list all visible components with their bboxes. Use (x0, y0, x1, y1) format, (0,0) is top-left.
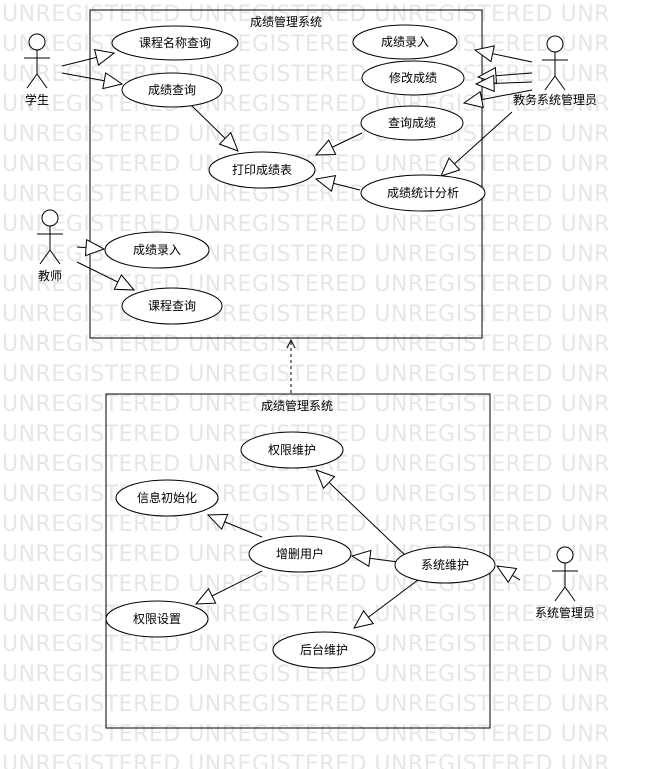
use-case-course-name-query: 课程名称查询 (111, 25, 239, 61)
use-case-grade-query-label: 成绩查询 (148, 83, 196, 97)
use-case-permission-settings: 权限设置 (105, 600, 209, 638)
use-case-backend-maintenance-label: 后台维护 (300, 642, 348, 657)
use-case-permission-maintenance-label: 权限维护 (268, 443, 316, 457)
use-case-grade-query: 成绩查询 (121, 72, 223, 108)
use-case-grade-entry-teacher: 成绩录入 (104, 231, 210, 269)
actor-teacher-label: 教师 (38, 268, 62, 283)
use-case-add-delete-user-label: 增删用户 (276, 546, 324, 561)
use-case-query-grade: 查询成绩 (360, 105, 464, 141)
use-case-system-maintenance-label: 系统维护 (421, 558, 469, 572)
actor-sys-admin-label: 系统管理员 (535, 605, 595, 620)
use-case-modify-grade-label: 修改成绩 (389, 70, 437, 85)
actor-student-label: 学生 (25, 92, 49, 107)
use-case-course-name-query-label: 课程名称查询 (139, 35, 211, 50)
use-case-modify-grade: 修改成绩 (361, 60, 465, 96)
use-case-grade-entry-teacher-label: 成绩录入 (133, 243, 181, 257)
use-case-print-transcript-label: 打印成绩表 (232, 163, 292, 177)
use-case-add-delete-user: 增删用户 (248, 535, 352, 573)
upper-system-boundary (89, 9, 483, 339)
use-case-grade-entry-admin: 成绩录入 (352, 24, 458, 60)
use-case-course-query: 课程查询 (121, 287, 223, 325)
use-case-system-maintenance: 系统维护 (394, 546, 496, 584)
actor-student (24, 33, 50, 89)
relationship-lines (61, 50, 533, 628)
upper-system-title: 成绩管理系统 (250, 14, 322, 29)
use-case-backend-maintenance: 后台维护 (272, 631, 376, 669)
use-case-print-transcript: 打印成绩表 (208, 151, 316, 189)
use-case-grade-statistics: 成绩统计分析 (360, 174, 486, 212)
actor-teacher (37, 209, 63, 265)
use-case-grade-entry-admin-label: 成绩录入 (381, 35, 429, 49)
use-case-course-query-label: 课程查询 (148, 298, 196, 313)
actor-sys-admin (552, 546, 578, 602)
use-case-info-init: 信息初始化 (115, 479, 219, 517)
actor-admin (542, 35, 568, 91)
use-case-info-init-label: 信息初始化 (137, 490, 197, 505)
use-case-query-grade-label: 查询成绩 (388, 116, 436, 130)
use-case-permission-settings-label: 权限设置 (133, 612, 181, 626)
use-case-permission-maintenance: 权限维护 (240, 431, 344, 469)
lower-system-title: 成绩管理系统 (261, 398, 333, 413)
use-case-grade-statistics-label: 成绩统计分析 (387, 186, 459, 200)
actor-admin-label: 教务系统管理员 (513, 92, 597, 107)
